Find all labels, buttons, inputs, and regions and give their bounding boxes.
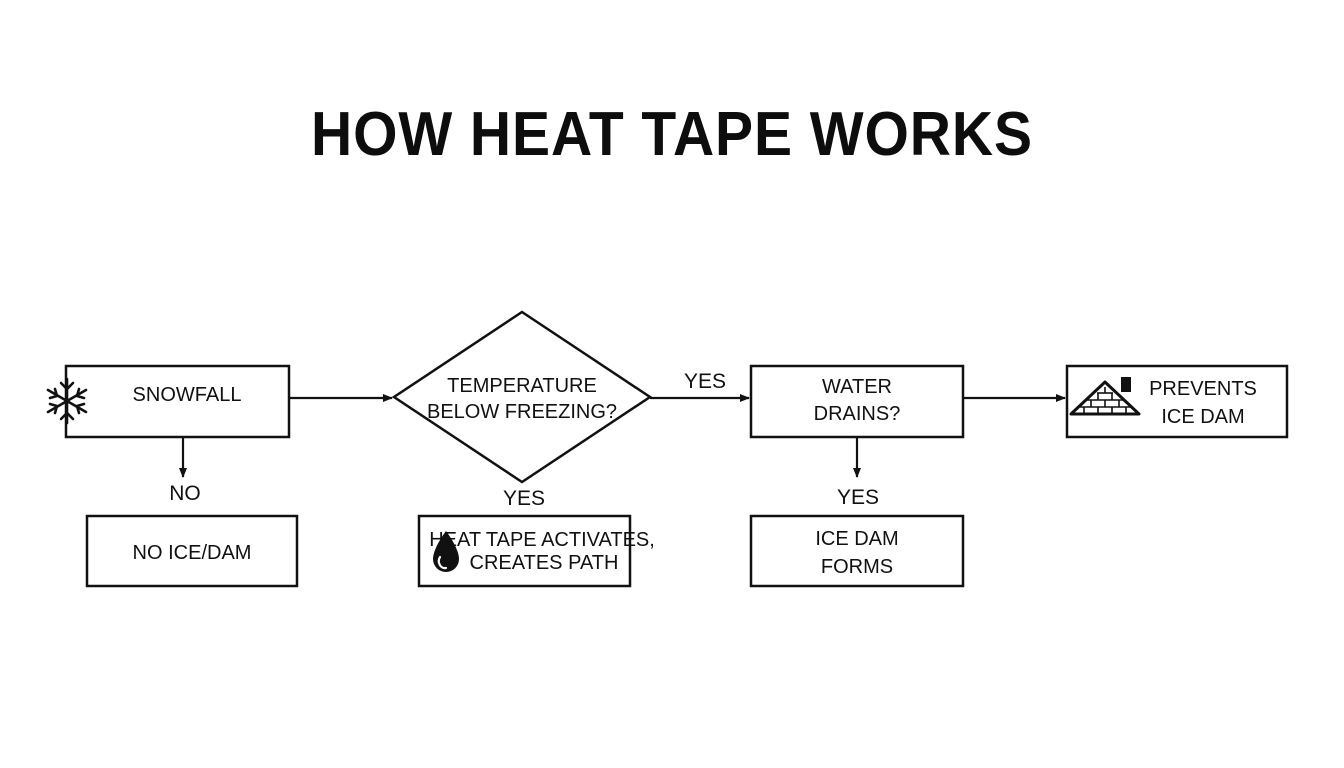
temperature-label-line2: BELOW FREEZING?	[427, 401, 617, 423]
edge-label-yes-down: YES	[503, 487, 545, 510]
water-drains-line2: DRAINS?	[814, 403, 901, 425]
node-ice-dam-forms: ICE DAM FORMS	[749, 514, 965, 588]
roof-icon	[1069, 377, 1141, 416]
node-heat-tape-activates: HEAT TAPE ACTIVATES, CREATES PATH	[417, 514, 655, 588]
edge-label-yes-water: YES	[837, 486, 879, 509]
temperature-label-line1: TEMPERATURE	[447, 375, 597, 397]
node-snowfall: SNOWFALL	[46, 364, 291, 439]
heat-tape-line1: HEAT TAPE ACTIVATES,	[429, 529, 655, 551]
water-drop-icon	[433, 531, 459, 572]
node-water-drains: WATER DRAINS?	[749, 364, 965, 439]
diagram-title: HOW HEAT TAPE WORKS	[311, 100, 1033, 169]
node-no-ice-dam: NO ICE/DAM	[85, 514, 299, 588]
ice-dam-forms-line2: FORMS	[821, 556, 893, 578]
water-drains-line1: WATER	[822, 376, 892, 398]
no-ice-dam-label: NO ICE/DAM	[133, 542, 252, 564]
snowflake-icon	[46, 377, 88, 425]
ice-dam-forms-line1: ICE DAM	[815, 528, 898, 550]
snowfall-label: SNOWFALL	[133, 384, 242, 406]
heat-tape-line2: CREATES PATH	[470, 552, 619, 574]
node-temperature-decision: TEMPERATURE BELOW FREEZING?	[391, 310, 653, 484]
edge-label-yes-right: YES	[684, 370, 726, 393]
edge-label-no: NO	[169, 482, 201, 505]
prevents-line2: ICE DAM	[1161, 406, 1244, 428]
prevents-line1: PREVENTS	[1149, 378, 1257, 400]
node-prevents-ice-dam: PREVENTS ICE DAM	[1065, 364, 1289, 439]
